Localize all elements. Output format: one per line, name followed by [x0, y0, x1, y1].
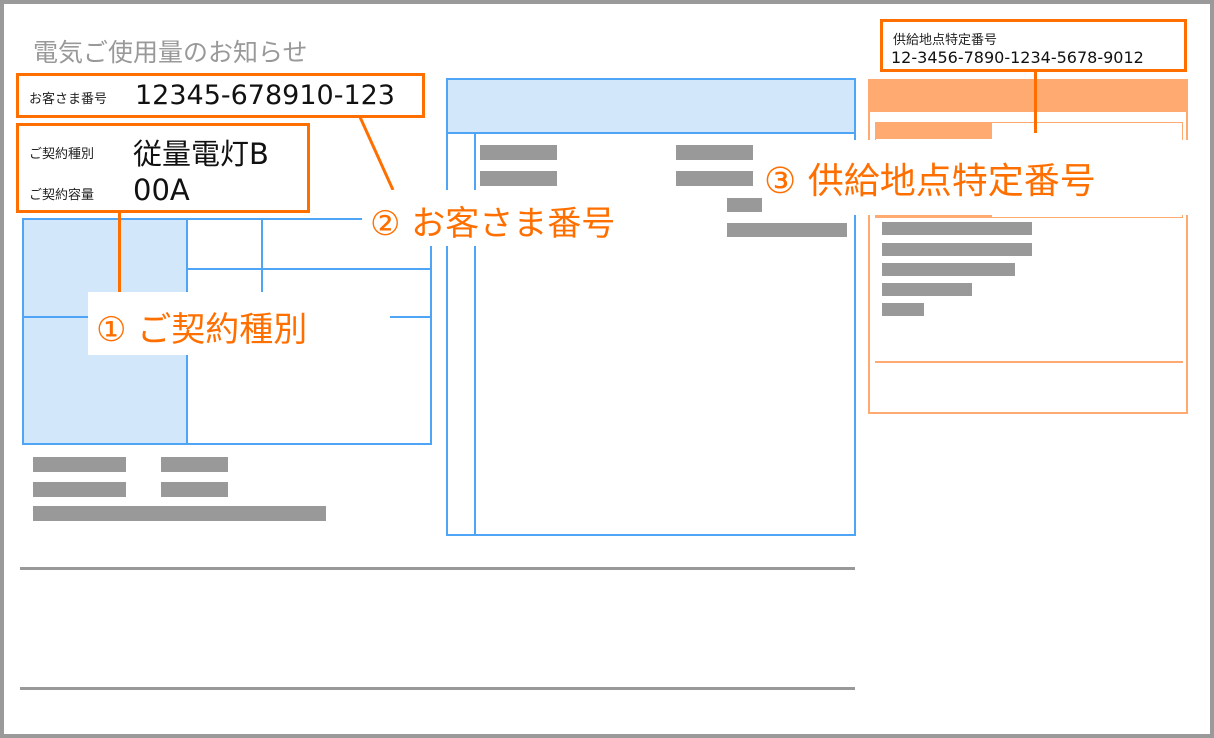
center-table	[446, 78, 856, 536]
leader-line-2	[358, 116, 395, 191]
callout-supply-point: ③ 供給地点特定番号	[762, 140, 1190, 215]
customer-number-value: 12345-678910-123	[135, 80, 395, 111]
placeholder-bar	[882, 222, 1032, 235]
contract-capacity-label: ご契約容量	[29, 188, 95, 203]
placeholder-bar	[882, 283, 972, 296]
placeholder-bar	[161, 457, 228, 472]
placeholder-bar	[33, 506, 326, 521]
placeholder-bar	[727, 223, 847, 237]
doc-divider	[875, 361, 1183, 363]
callout-customer-number: ② お客さま番号	[362, 190, 702, 246]
divider	[20, 687, 855, 690]
contract-type-label: ご契約種別	[29, 147, 95, 162]
callout-contract-type: ① ご契約種別	[88, 292, 390, 355]
placeholder-bar	[480, 145, 557, 160]
placeholder-bar	[676, 171, 753, 186]
customer-number-label: お客さま番号	[29, 92, 108, 107]
contract-type-value: 従量電灯B	[133, 137, 269, 171]
page-title: 電気ご使用量のお知らせ	[33, 38, 308, 67]
placeholder-bar	[161, 482, 228, 497]
placeholder-bar	[33, 482, 126, 497]
contract-capacity-value: 00A	[133, 173, 190, 207]
table-divider	[474, 134, 476, 534]
supply-point-label: 供給地点特定番号	[893, 33, 998, 48]
customer-number-box: お客さま番号 12345-678910-123	[16, 73, 425, 118]
placeholder-bar	[33, 457, 126, 472]
contract-box: ご契約種別 従量電灯B ご契約容量 00A	[16, 123, 310, 213]
placeholder-bar	[882, 303, 924, 316]
doc-fill	[876, 123, 992, 139]
leader-line-3	[1034, 71, 1037, 133]
placeholder-bar	[882, 243, 1032, 256]
placeholder-bar	[882, 263, 1015, 276]
leader-line-1	[118, 212, 121, 294]
supply-point-value: 12-3456-7890-1234-5678-9012	[891, 48, 1144, 67]
table-divider	[188, 268, 430, 270]
placeholder-bar	[676, 145, 753, 160]
table-header	[448, 80, 854, 134]
supply-point-box: 供給地点特定番号 12-3456-7890-1234-5678-9012	[880, 19, 1187, 72]
doc-header	[870, 81, 1186, 112]
divider	[20, 567, 855, 570]
placeholder-bar	[480, 171, 557, 186]
